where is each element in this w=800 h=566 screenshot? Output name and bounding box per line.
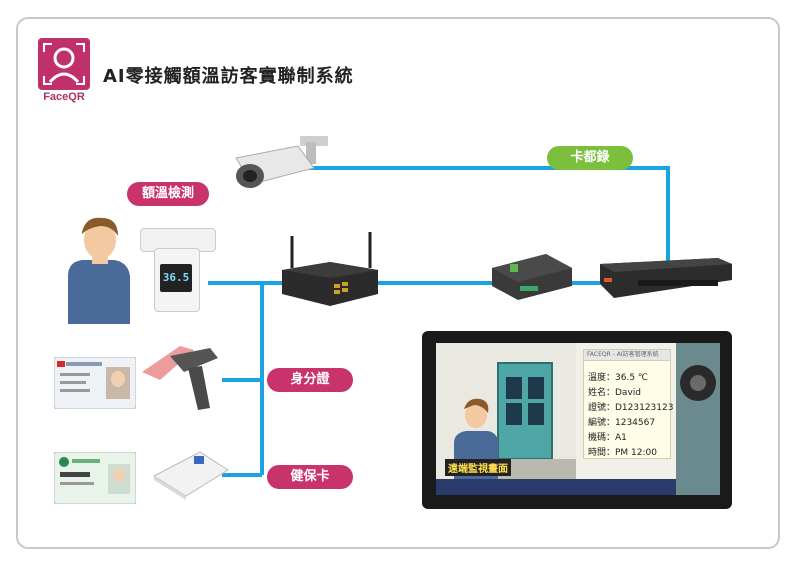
- info-number: 編號：1234567: [588, 418, 656, 428]
- faceqr-logo: FaceQR: [38, 38, 90, 106]
- logo-text: FaceQR: [43, 91, 85, 103]
- info-temperature: 溫度：36.5 ℃: [588, 373, 649, 383]
- page-title: AI零接觸額溫訪客實聯制系統: [103, 66, 354, 87]
- label-access-record: 卡都錄: [547, 146, 633, 170]
- health-card-icon: [54, 452, 136, 504]
- dvr-recorder-icon: [600, 258, 732, 298]
- info-name: 姓名：David: [588, 388, 641, 398]
- mini-pc-icon: [282, 232, 378, 306]
- label-health-card: 健保卡: [267, 465, 353, 489]
- face-scan-icon: [43, 43, 85, 85]
- access-controller-icon: [492, 254, 572, 300]
- thermometer-reading: 36.5: [160, 264, 192, 292]
- info-window-title: FACEQR - AI訪客管理系統: [584, 350, 670, 361]
- thermometer-device: 36.5: [140, 228, 216, 312]
- visitor-person-icon: [68, 217, 130, 324]
- remote-view-caption: 遠端監視畫面: [445, 459, 511, 476]
- info-id: 證號：D123123123: [588, 403, 674, 413]
- info-machine: 機碼：A1: [588, 433, 627, 443]
- visitor-info-window: FACEQR - AI訪客管理系統 溫度：36.5 ℃ 姓名：David 證號：…: [583, 349, 674, 459]
- monitor-screen: [436, 343, 720, 495]
- info-time: 時間：PM 12:00: [588, 448, 657, 458]
- card-reader-icon: [152, 451, 229, 500]
- label-temp-check: 額溫檢測: [127, 182, 209, 206]
- label-id-card: 身分證: [267, 368, 353, 392]
- barcode-scanner-icon: [142, 346, 218, 410]
- security-camera-icon: [235, 136, 328, 188]
- id-card-icon: [54, 357, 136, 409]
